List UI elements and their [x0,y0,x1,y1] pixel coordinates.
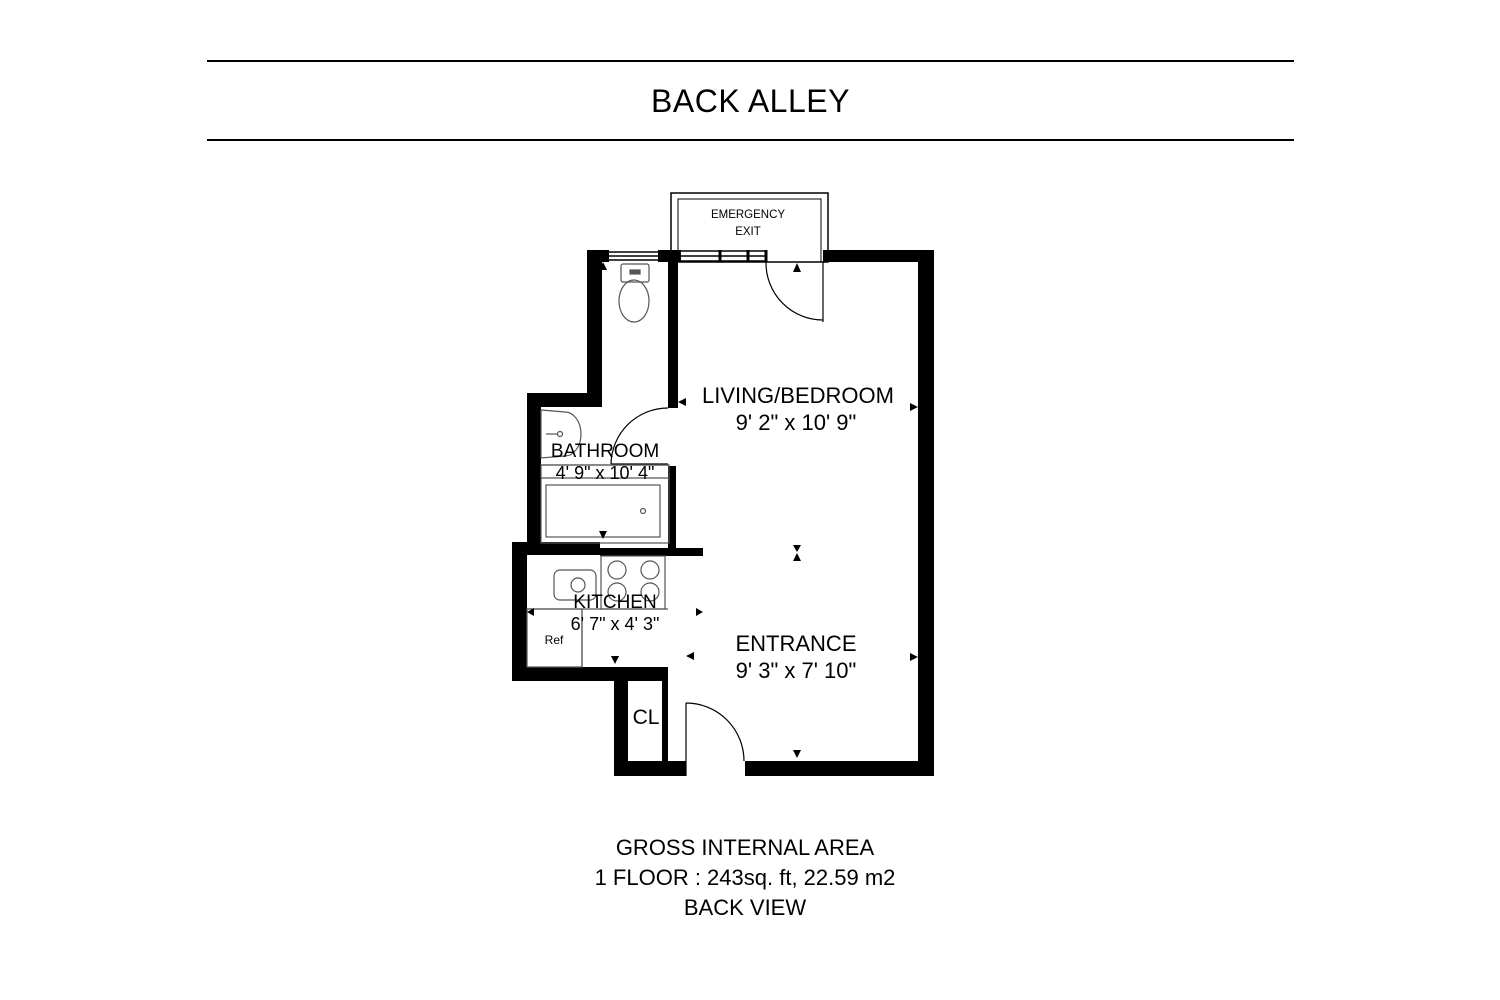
emergency-exit-label-1: EMERGENCY [711,209,785,221]
room-entrance-dimensions: 9' 3" x 7' 10" [736,658,857,683]
arrow-up-icon [793,263,801,272]
window-bath [609,251,658,261]
wall-bath-divider-top [668,250,678,408]
area-summary-size: 1 FLOOR : 243sq. ft, 22.59 m2 [594,865,896,890]
wall-bath-jog [527,393,602,407]
wall-bath-upper-left [587,250,602,407]
bathtub-icon [540,464,670,544]
arrow-left-icon [678,398,686,406]
wall-bottom-right [745,761,934,776]
wall-kitchen-top [512,542,600,555]
wall-bath-left [527,393,541,555]
emergency-exit-label-2: EXIT [735,226,761,238]
window-living [678,250,768,262]
header-bottom-rule [207,139,1294,141]
door-emergency-exit[interactable] [765,261,824,322]
bathroom-sink-icon [540,409,582,459]
wall-closet-right [662,667,668,776]
door-entrance[interactable] [685,702,745,776]
arrow-left-icon [527,608,534,616]
arrow-left-icon [686,652,694,660]
emergency-exit-area [670,192,829,263]
header-top-rule [207,60,1294,62]
room-bathroom-dimensions: 4' 9" x 10' 4" [556,463,655,483]
kitchen-sink-icon [553,569,597,601]
arrow-up-icon [599,262,607,270]
dimension-arrows [527,262,918,758]
room-closet-name: CL [633,706,660,729]
wall-closet-left [614,667,628,776]
wall-bath-top-left [587,250,609,262]
wall-counter-edge [600,548,703,556]
toilet-icon [618,263,650,323]
wall-kitchen-left [512,542,527,681]
room-living-bedroom-dimensions: 9' 2" x 10' 9" [736,410,857,435]
room-living-bedroom-name: LIVING/BEDROOM [702,383,894,408]
arrow-up-icon [793,553,801,561]
area-summary: GROSS INTERNAL AREA 1 FLOOR : 243sq. ft,… [495,833,995,923]
room-kitchen-name: KITCHEN [573,592,656,613]
arrow-down-icon [599,531,607,539]
wall-bath-divider-bottom [668,466,676,556]
stove-icon [600,555,666,610]
arrow-down-icon [793,545,801,552]
walls [512,250,934,776]
area-summary-view: BACK VIEW [683,895,807,920]
room-entrance-name: ENTRANCE [735,631,856,656]
arrow-down-icon [611,656,619,664]
wall-kitchen-bottom [512,667,668,681]
wall-right [918,250,934,776]
arrow-right-icon [696,608,703,616]
area-summary-title: GROSS INTERNAL AREA [615,835,875,860]
arrow-down-icon [793,750,801,758]
wall-top-right [823,250,934,262]
arrow-right-icon [910,403,918,411]
room-bathroom-name: BATHROOM [551,441,659,462]
door-bathroom[interactable] [610,407,669,465]
arrow-right-icon [910,653,918,661]
street-label: BACK ALLEY [651,83,850,119]
room-kitchen-dimensions: 6' 7" x 4' 3" [571,614,660,634]
refrigerator-label: Ref [545,633,564,647]
